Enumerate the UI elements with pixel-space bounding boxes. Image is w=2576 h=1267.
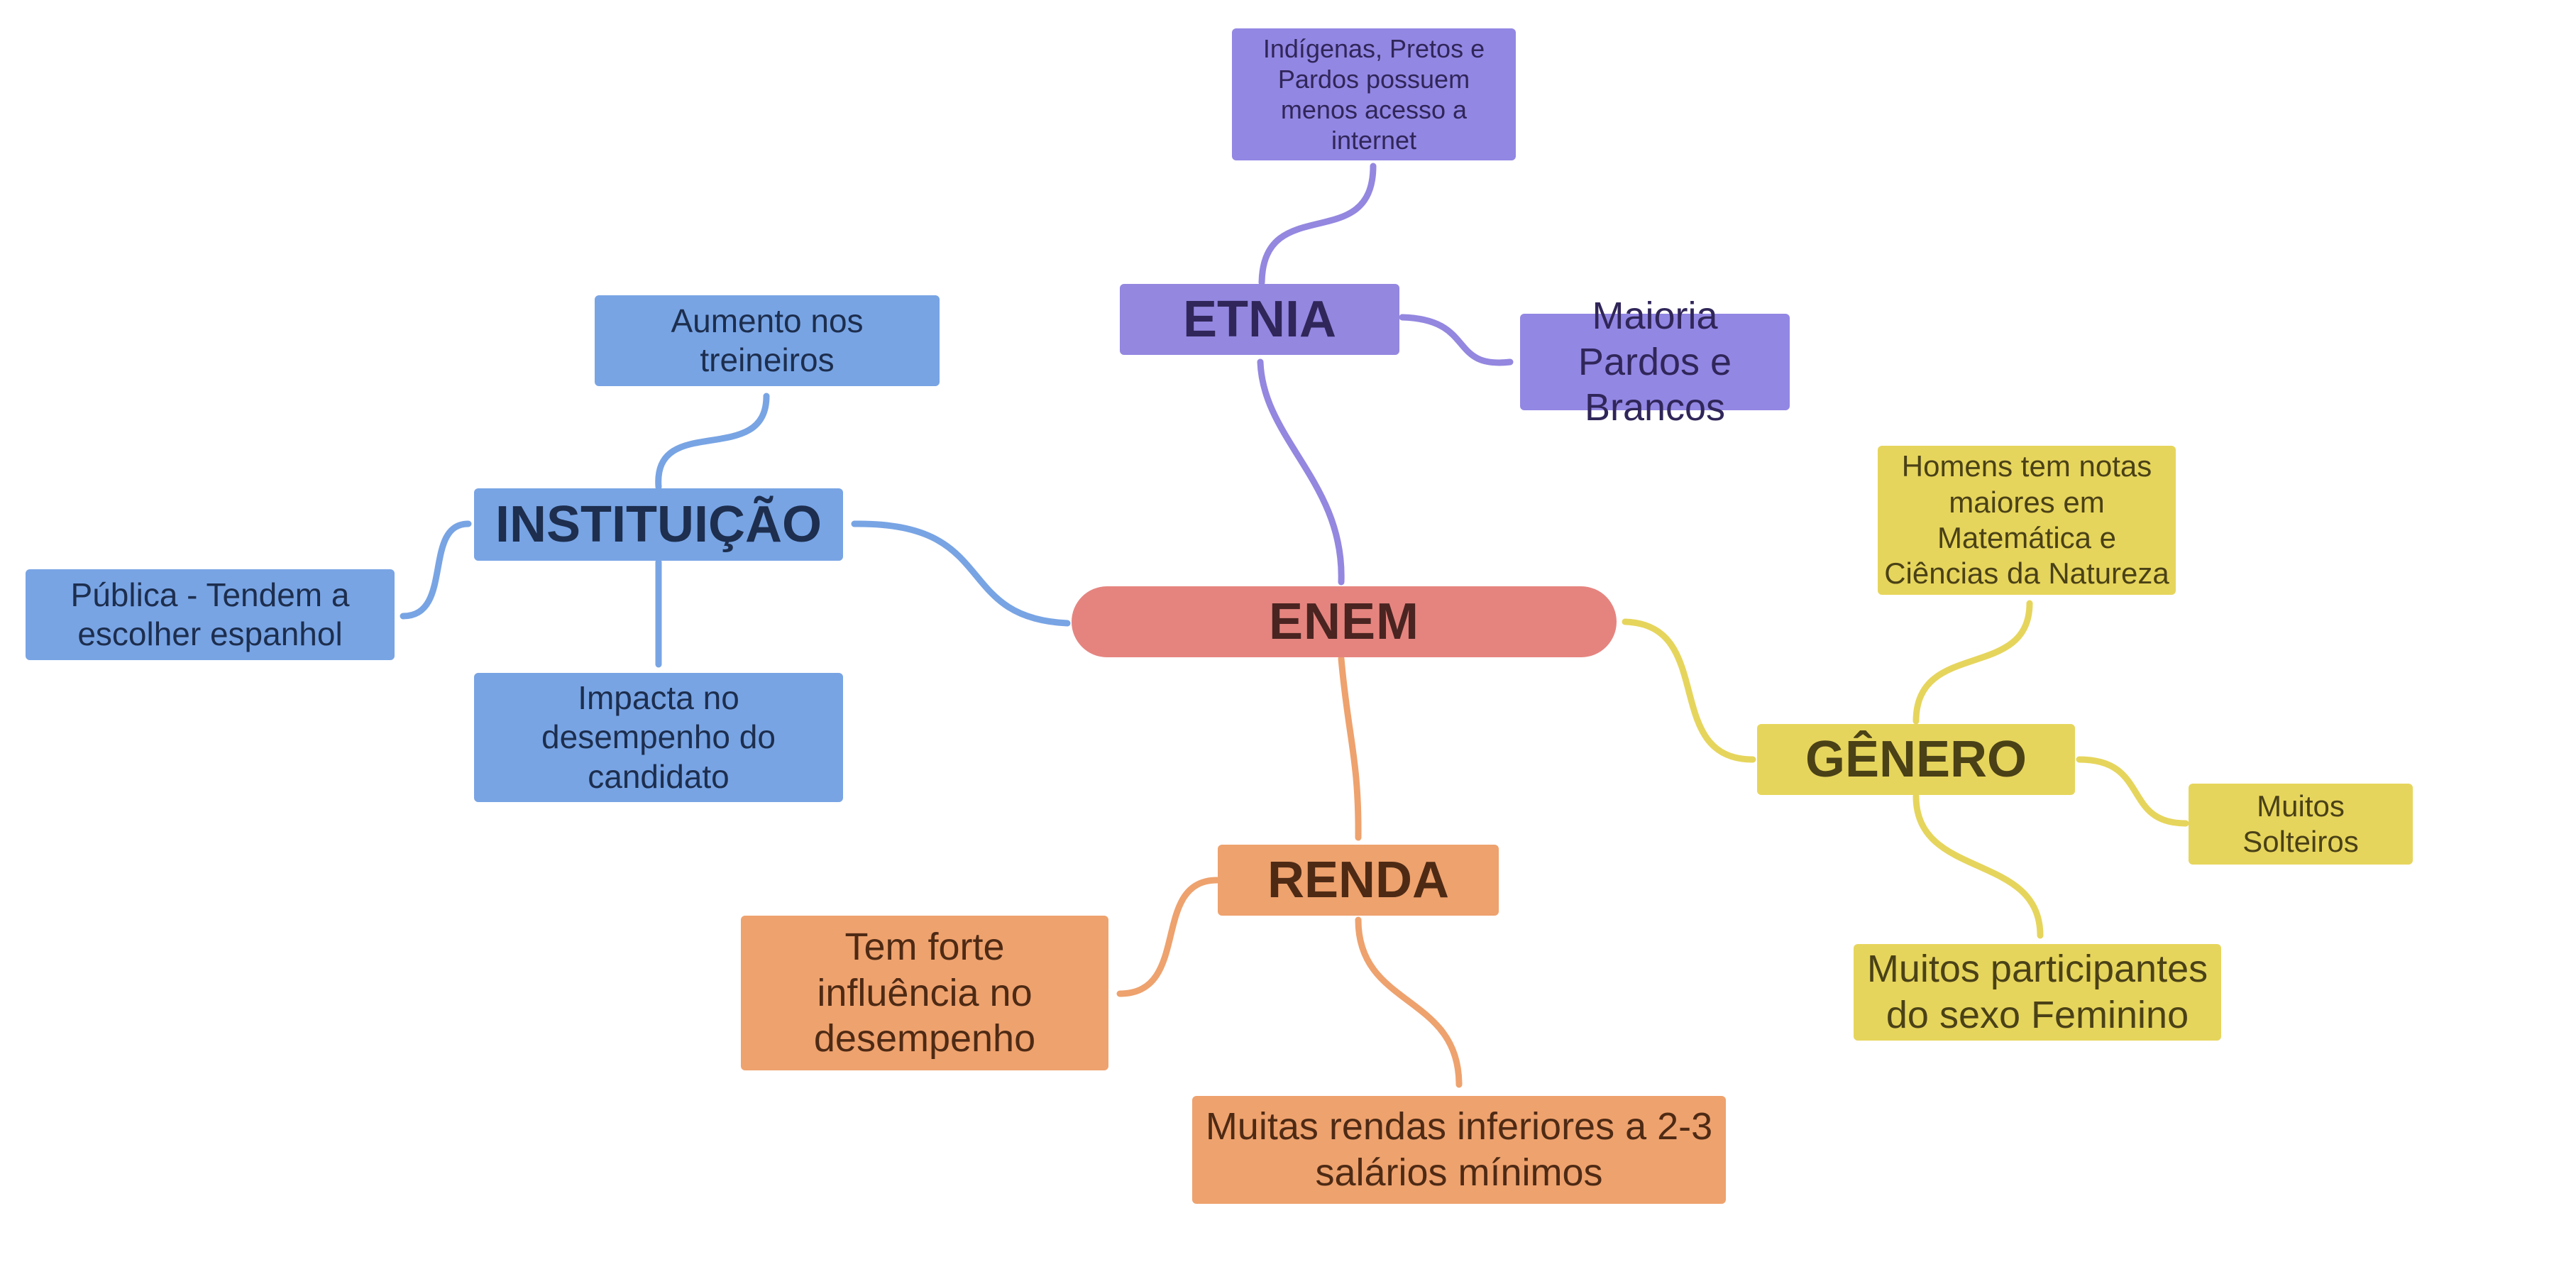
link-genero-homens bbox=[1912, 600, 2033, 725]
link-etnia-pardos bbox=[1399, 314, 1514, 366]
leaf-label: Muitas rendas inferiores a 2-3 salários … bbox=[1205, 1105, 1713, 1194]
branch-node-renda[interactable]: RENDA bbox=[1218, 845, 1499, 916]
central-label: ENEM bbox=[1268, 593, 1420, 650]
leaf-instituicao-treineiros[interactable]: Aumento nos treineiros bbox=[595, 295, 940, 386]
link-enem-etnia bbox=[1257, 358, 1345, 586]
branch-node-etnia[interactable]: ETNIA bbox=[1120, 284, 1399, 355]
leaf-renda-influencia[interactable]: Tem forte influência no desempenho bbox=[741, 916, 1108, 1070]
leaf-label: Muitos Solteiros bbox=[2242, 789, 2359, 858]
leaf-label: Pública - Tendem a escolher espanhol bbox=[70, 576, 350, 652]
leaf-label: Impacta no desempenho do candidato bbox=[541, 679, 776, 795]
leaf-genero-feminino[interactable]: Muitos participantes do sexo Feminino bbox=[1854, 944, 2221, 1041]
link-instituicao-treineiros bbox=[655, 393, 770, 490]
central-node-enem[interactable]: ENEM bbox=[1072, 586, 1617, 657]
leaf-instituicao-publica[interactable]: Pública - Tendem a escolher espanhol bbox=[26, 569, 395, 660]
leaf-etnia-internet[interactable]: Indígenas, Pretos e Pardos possuem menos… bbox=[1232, 28, 1516, 160]
leaf-label: Maioria Pardos e Brancos bbox=[1578, 294, 1732, 429]
link-renda-influencia bbox=[1116, 877, 1221, 997]
leaf-label: Tem forte influência no desempenho bbox=[813, 925, 1036, 1060]
leaf-label: Homens tem notas maiores em Matemática e… bbox=[1884, 449, 2169, 591]
branch-label-instituicao: INSTITUIÇÃO bbox=[495, 495, 822, 553]
link-etnia-internet bbox=[1258, 163, 1377, 286]
link-enem-instituicao bbox=[851, 520, 1071, 627]
link-renda-rendas bbox=[1355, 916, 1463, 1088]
leaf-label: Indígenas, Pretos e Pardos possuem menos… bbox=[1262, 33, 1485, 155]
link-enem-renda bbox=[1338, 655, 1362, 841]
leaf-genero-homens[interactable]: Homens tem notas maiores em Matemática e… bbox=[1878, 446, 2176, 595]
branch-label-renda: RENDA bbox=[1267, 851, 1449, 909]
branch-label-etnia: ETNIA bbox=[1183, 290, 1336, 348]
link-enem-genero bbox=[1622, 618, 1756, 763]
link-instituicao-publica bbox=[400, 520, 472, 620]
branch-node-genero[interactable]: GÊNERO bbox=[1757, 724, 2075, 795]
leaf-instituicao-impacta[interactable]: Impacta no desempenho do candidato bbox=[474, 673, 843, 802]
branch-label-genero: GÊNERO bbox=[1805, 730, 2027, 788]
link-genero-feminino bbox=[1912, 793, 2044, 939]
leaf-genero-solteiros[interactable]: Muitos Solteiros bbox=[2189, 784, 2413, 865]
leaf-label: Muitos participantes do sexo Feminino bbox=[1866, 948, 2208, 1036]
link-genero-solteiros bbox=[2076, 756, 2189, 827]
leaf-label: Aumento nos treineiros bbox=[671, 302, 864, 378]
leaf-renda-rendas[interactable]: Muitas rendas inferiores a 2-3 salários … bbox=[1192, 1096, 1726, 1204]
leaf-etnia-pardos[interactable]: Maioria Pardos e Brancos bbox=[1520, 295, 1790, 429]
branch-node-instituicao[interactable]: INSTITUIÇÃO bbox=[474, 488, 843, 561]
